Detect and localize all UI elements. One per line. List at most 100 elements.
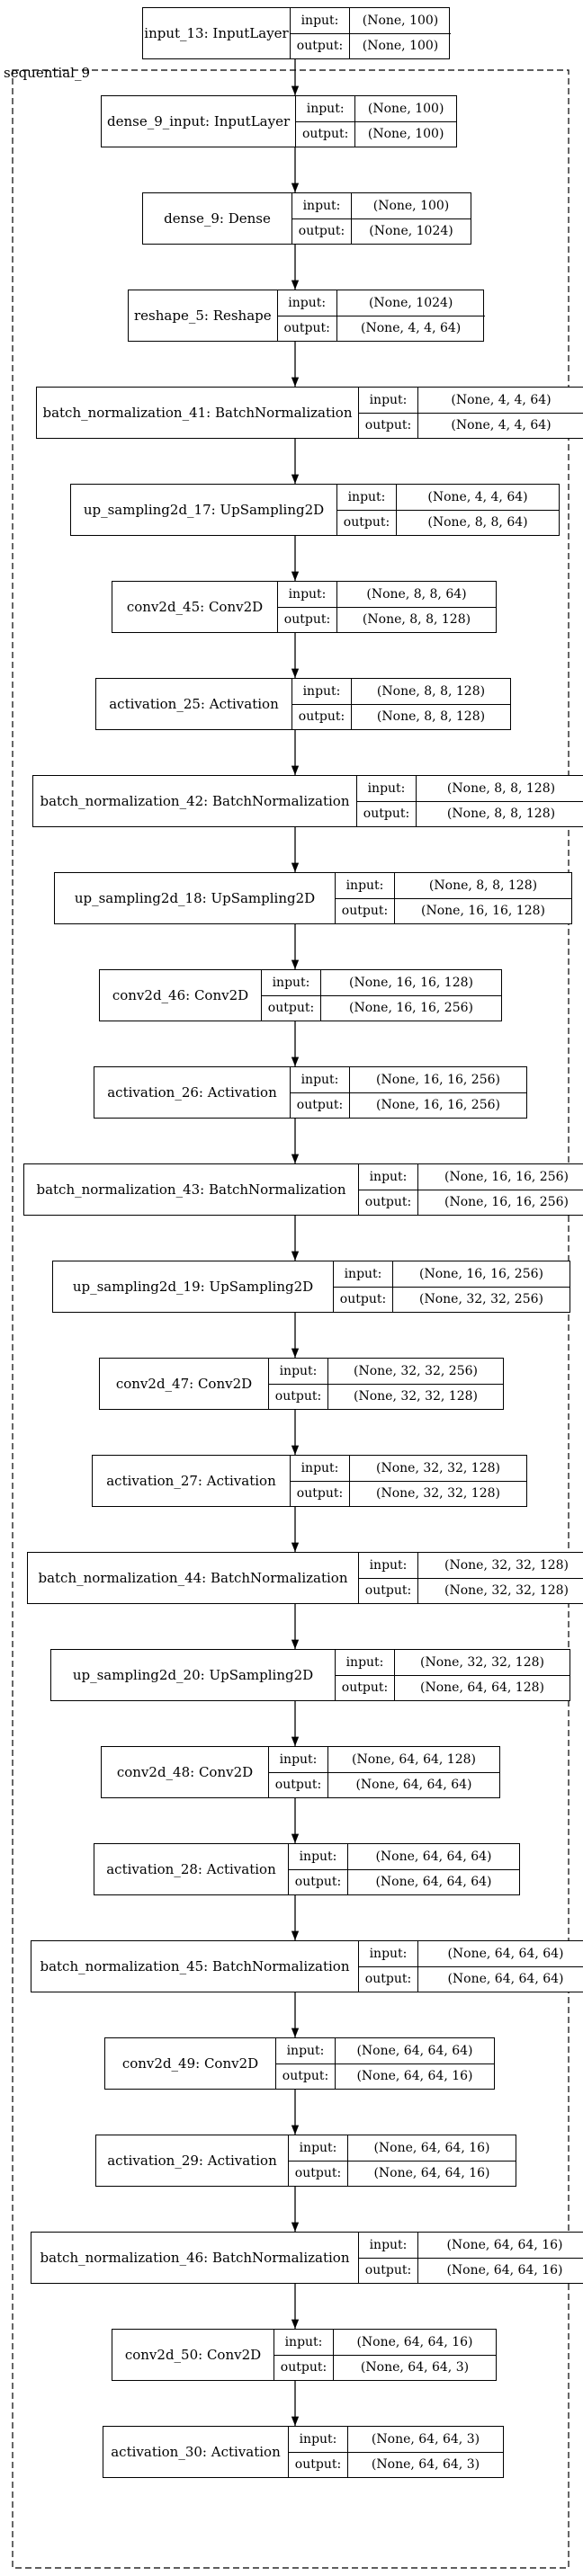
layer-name: batch_normalization_44: BatchNormalizati… bbox=[28, 1553, 359, 1603]
input-label: input: bbox=[292, 679, 352, 704]
input-shape: (None, 32, 32, 128) bbox=[376, 1460, 500, 1475]
input-label: input: bbox=[296, 96, 356, 121]
output-shape: (None, 16, 16, 256) bbox=[376, 1098, 500, 1113]
input-shape: (None, 100) bbox=[367, 101, 444, 116]
input-shape: (None, 16, 16, 256) bbox=[444, 1169, 569, 1184]
layer-node-batch-normalization-45: batch_normalization_45: BatchNormalizati… bbox=[31, 1940, 583, 1992]
output-shape: (None, 64, 64, 64) bbox=[447, 1972, 564, 1987]
input-shape: (None, 64, 64, 3) bbox=[371, 2431, 480, 2447]
output-shape: (None, 8, 8, 128) bbox=[376, 709, 486, 725]
layer-input-row: input:(None, 8, 8, 128) bbox=[357, 776, 583, 801]
output-label: output: bbox=[336, 1675, 395, 1700]
output-shape: (None, 16, 16, 256) bbox=[444, 1195, 569, 1210]
layer-name: conv2d_45: Conv2D bbox=[112, 582, 278, 632]
layer-io-table: input:(None, 100)output:(None, 100) bbox=[291, 8, 451, 58]
input-shape: (None, 8, 8, 128) bbox=[428, 878, 538, 893]
layer-name: conv2d_50: Conv2D bbox=[112, 2330, 274, 2380]
layer-input-row: input:(None, 64, 64, 16) bbox=[289, 2135, 516, 2161]
output-shape: (None, 64, 64, 16) bbox=[373, 2166, 490, 2181]
output-label: output: bbox=[269, 1772, 328, 1797]
layer-input-row: input:(None, 4, 4, 64) bbox=[359, 388, 583, 413]
layer-input-row: input:(None, 64, 64, 16) bbox=[359, 2233, 583, 2258]
output-shape: (None, 16, 16, 256) bbox=[349, 1001, 473, 1016]
layer-name: up_sampling2d_18: UpSampling2D bbox=[55, 873, 336, 923]
input-shape: (None, 64, 64, 16) bbox=[356, 2334, 473, 2349]
layer-output-row: output:(None, 8, 8, 128) bbox=[292, 703, 510, 729]
input-shape: (None, 64, 64, 64) bbox=[375, 1849, 492, 1864]
input-shape: (None, 4, 4, 64) bbox=[427, 489, 528, 504]
layer-name: up_sampling2d_19: UpSampling2D bbox=[53, 1261, 334, 1312]
output-label: output: bbox=[289, 2161, 348, 2186]
layer-io-table: input:(None, 64, 64, 64)output:(None, 64… bbox=[289, 1844, 519, 1894]
layer-name: dense_9: Dense bbox=[143, 193, 292, 244]
layer-name: batch_normalization_42: BatchNormalizati… bbox=[33, 776, 357, 826]
layer-input-row: input:(None, 16, 16, 256) bbox=[291, 1067, 526, 1092]
input-label: input: bbox=[289, 2427, 348, 2452]
layer-io-table: input:(None, 8, 8, 128)output:(None, 8, … bbox=[357, 776, 583, 826]
layer-name: conv2d_49: Conv2D bbox=[105, 2038, 276, 2089]
layer-io-table: input: (None, 4, 4, 64) output:(None, 8, 8… bbox=[337, 485, 559, 535]
output-label: output: bbox=[291, 1092, 350, 1118]
input-label: input: bbox=[336, 1650, 395, 1675]
layer-output-row: output:(None, 16, 16, 256) bbox=[359, 1189, 583, 1215]
layer-name: input_13: InputLayer bbox=[143, 8, 291, 58]
layer-output-row: output:(None, 8, 8, 64) bbox=[337, 509, 559, 535]
layer-name: reshape_5: Reshape bbox=[129, 290, 278, 341]
input-label: input: bbox=[337, 485, 397, 510]
output-label: output: bbox=[359, 413, 418, 438]
layer-input-row: input: (None, 100) bbox=[296, 96, 456, 121]
layer-name: batch_normalization_41: BatchNormalizati… bbox=[37, 388, 359, 438]
layer-input-row: input: (None, 4, 4, 64) bbox=[337, 485, 559, 510]
input-shape: (None, 32, 32, 128) bbox=[420, 1654, 544, 1670]
output-shape: (None, 8, 8, 64) bbox=[427, 515, 528, 530]
layer-input-row: input:(None, 8, 8, 128) bbox=[292, 679, 510, 704]
input-label: input: bbox=[274, 2330, 334, 2355]
layer-input-row: input:(None, 32, 32, 256) bbox=[269, 1359, 503, 1384]
input-label: input: bbox=[276, 2038, 336, 2063]
input-shape: (None, 100) bbox=[362, 13, 439, 28]
input-label: input: bbox=[278, 582, 337, 607]
layer-node-batch-normalization-41: batch_normalization_41: BatchNormalizati… bbox=[36, 387, 583, 439]
layer-name: up_sampling2d_20: UpSampling2D bbox=[51, 1650, 336, 1700]
layer-name: up_sampling2d_17: UpSampling2D bbox=[71, 485, 337, 535]
layer-name: activation_30: Activation bbox=[103, 2427, 289, 2477]
layer-name: activation_26: Activation bbox=[94, 1067, 291, 1118]
input-label: input: bbox=[359, 388, 418, 413]
input-label: input: bbox=[336, 873, 395, 898]
input-label: input: bbox=[291, 1067, 350, 1092]
layer-output-row: output:(None, 1024) bbox=[292, 218, 471, 244]
layer-output-row: output: (None, 64, 64, 16) bbox=[289, 2160, 516, 2186]
layer-name: conv2d_48: Conv2D bbox=[102, 1747, 269, 1797]
output-shape: (None, 64, 64, 16) bbox=[356, 2069, 473, 2084]
layer-name: activation_25: Activation bbox=[96, 679, 292, 729]
layer-node-batch-normalization-43: batch_normalization_43: BatchNormalizati… bbox=[23, 1163, 583, 1216]
layer-input-row: input:(None, 64, 64, 64) bbox=[359, 1941, 583, 1966]
input-label: input: bbox=[291, 1456, 350, 1481]
input-label: input: bbox=[357, 776, 417, 801]
layer-output-row: output:(None, 100) bbox=[296, 120, 457, 147]
layer-input-row: input:(None, 16, 16, 256) bbox=[359, 1164, 583, 1190]
output-shape: (None, 64, 64, 3) bbox=[371, 2457, 480, 2473]
input-label: input: bbox=[291, 8, 350, 33]
layer-output-row: output:(None, 32, 32, 128) bbox=[291, 1480, 526, 1506]
output-shape: (None, 4, 4, 64) bbox=[361, 321, 462, 336]
output-shape: (None, 100) bbox=[362, 39, 439, 54]
output-shape: (None, 4, 4, 64) bbox=[451, 418, 552, 433]
input-shape: (None, 1024) bbox=[368, 295, 453, 310]
layer-name: batch_normalization_46: BatchNormalizati… bbox=[31, 2233, 359, 2283]
input-shape: (None, 8, 8, 64) bbox=[366, 586, 467, 602]
layer-io-table: input:(None, 64, 64, 128)output:(None, 6… bbox=[269, 1747, 499, 1797]
input-shape: (None, 64, 64, 64) bbox=[356, 2043, 473, 2058]
